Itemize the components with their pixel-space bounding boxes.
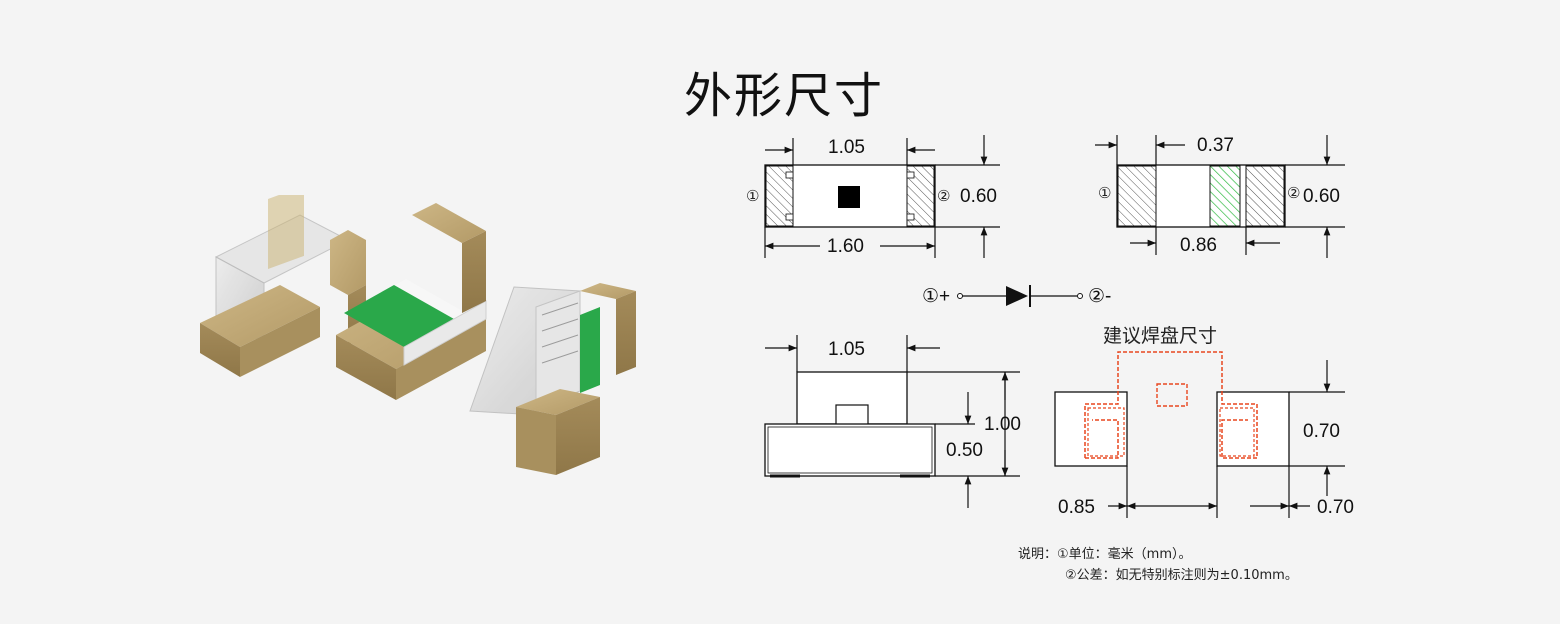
pin1-label-top: ① <box>746 187 759 205</box>
chip-clear-left <box>200 195 366 377</box>
dim-top-length: 1.60 <box>827 236 864 257</box>
chip-marked-center <box>336 203 487 400</box>
dim-total-height: 1.00 <box>984 414 1021 435</box>
pin2-label-top: ② <box>937 187 950 205</box>
polarity-mark <box>1209 165 1241 227</box>
dim-bottom-height: 0.60 <box>1303 186 1340 207</box>
dim-base-height: 0.50 <box>946 440 983 461</box>
product-render <box>200 195 636 475</box>
cathode-label: ②- <box>1088 286 1111 307</box>
dim-top-width: 1.05 <box>828 137 865 158</box>
bottom-view: 0.37 0.86 0.60 ① ② <box>1095 135 1345 258</box>
diode-symbol: ①+ ②- <box>922 285 1111 307</box>
pin1-label-bottom: ① <box>1098 184 1111 202</box>
notes: 说明：①单位：毫米（mm）。 ②公差：如无特别标注则为±0.10mm。 <box>1018 546 1298 583</box>
note-line-2: ②公差：如无特别标注则为±0.10mm。 <box>1065 567 1298 583</box>
dim-top-height: 0.60 <box>960 186 997 207</box>
top-view: 1.05 1.60 0.60 ① ② <box>746 135 1000 258</box>
dim-pad-width: 0.37 <box>1197 135 1234 156</box>
side-view: 1.05 1.00 0.50 <box>764 335 1021 508</box>
dim-pad-gap-footprint: 0.70 <box>1317 497 1354 518</box>
anode-label: ①+ <box>922 286 950 307</box>
pad-layout-title: 建议焊盘尺寸 <box>1103 325 1217 347</box>
dim-pad-width-footprint: 0.85 <box>1058 497 1095 518</box>
dim-side-width: 1.05 <box>828 339 865 360</box>
die-mark <box>838 186 860 208</box>
pin2-label-bottom: ② <box>1287 184 1300 202</box>
page-title: 外形尺寸 <box>684 68 885 124</box>
dim-pad-gap: 0.86 <box>1180 235 1217 256</box>
note-line-1: 说明：①单位：毫米（mm）。 <box>1018 546 1191 562</box>
pad-layout: 建议焊盘尺寸 0.70 0.85 0.70 <box>1054 325 1354 518</box>
chip-side-right <box>469 283 636 475</box>
dim-pad-height: 0.70 <box>1303 421 1340 442</box>
